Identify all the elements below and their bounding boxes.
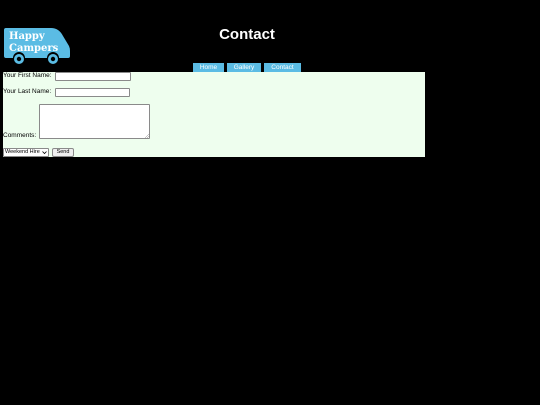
comments-wrapper (39, 104, 150, 139)
happy-campers-logo[interactable]: Happy Campers (3, 26, 71, 66)
logo-line1: Happy (9, 31, 46, 42)
nav-item-gallery[interactable]: Gallery (227, 63, 261, 72)
first-name-input[interactable] (55, 72, 131, 81)
last-name-label: Your Last Name: (3, 88, 52, 95)
nav-item-home[interactable]: Home (193, 63, 224, 72)
comments-textarea[interactable] (39, 104, 150, 139)
comments-label: Comments: (3, 132, 37, 139)
contact-form: Your First Name: Your Last Name: Comment… (3, 72, 425, 157)
hire-type-selected-value: Weekend Hire (5, 149, 40, 155)
main-nav: Home Gallery Contact (193, 63, 301, 72)
page-title: Contact (219, 26, 275, 43)
campervan-logo-icon: Happy Campers (4, 28, 70, 64)
send-button[interactable]: Send (52, 148, 74, 157)
nav-item-contact[interactable]: Contact (264, 63, 301, 72)
chevron-down-icon (42, 151, 47, 155)
first-name-label: Your First Name: (3, 72, 52, 79)
logo-line2: Campers (9, 43, 59, 54)
hire-type-select[interactable]: Weekend Hire (3, 148, 49, 157)
last-name-input[interactable] (55, 88, 130, 97)
